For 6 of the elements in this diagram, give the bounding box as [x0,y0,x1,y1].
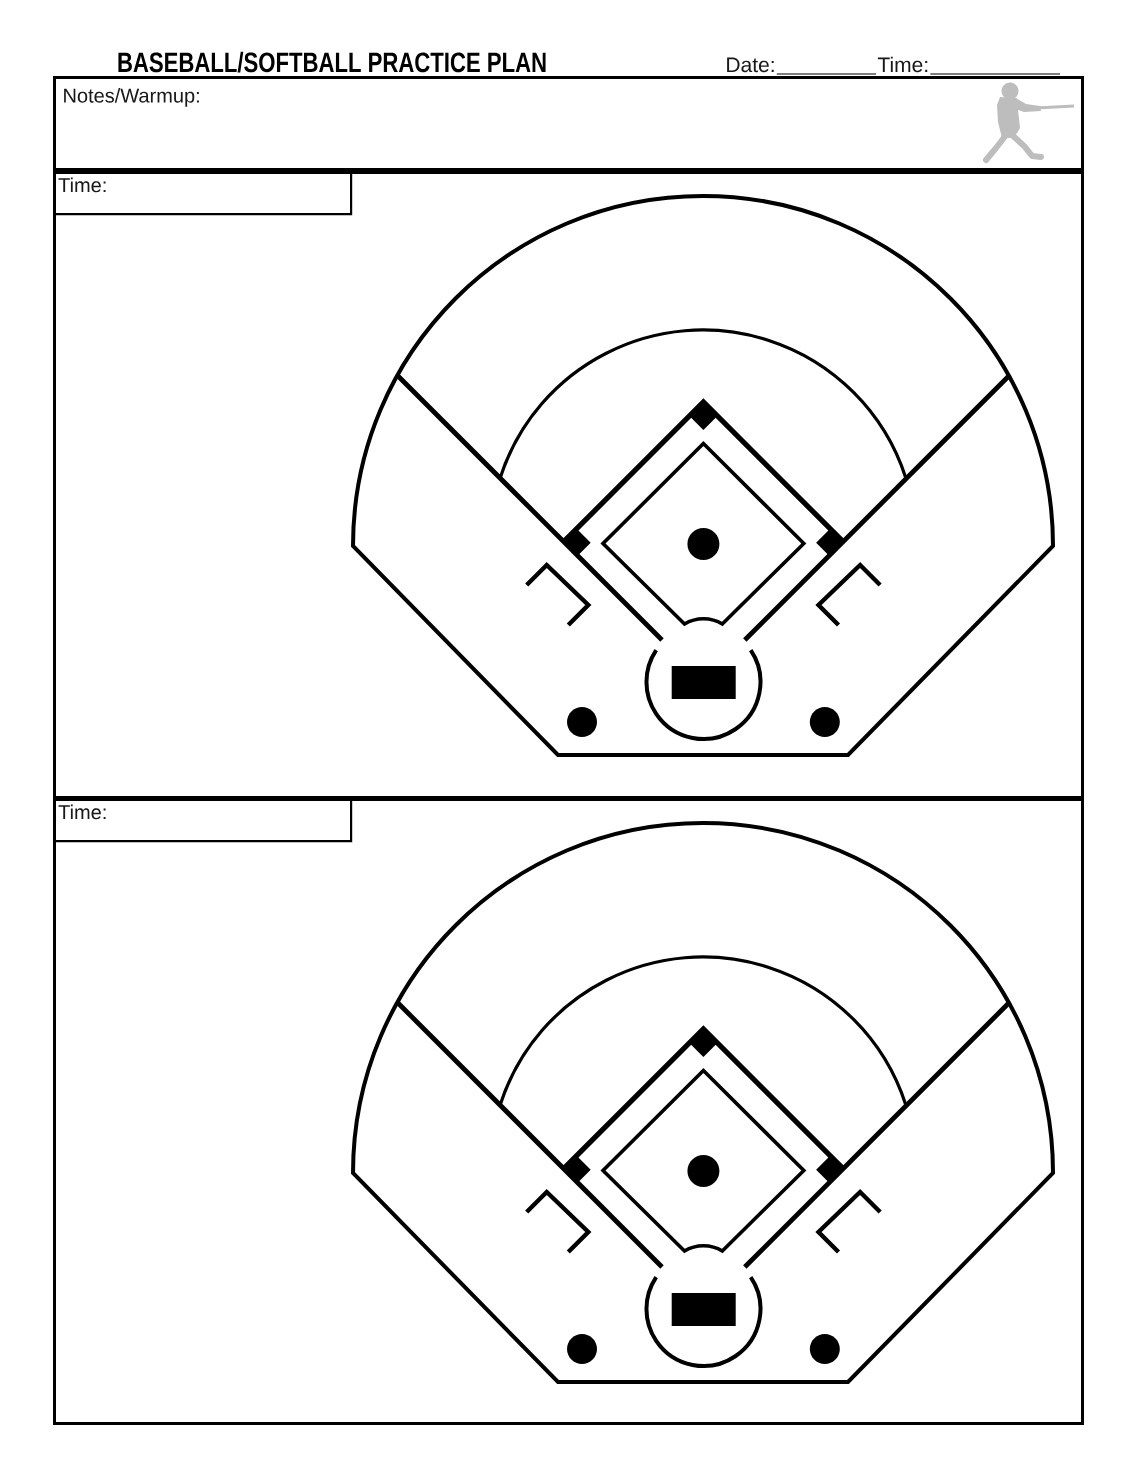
section-box [53,171,1084,799]
time-field: Time: [53,798,353,843]
title: BASEBALL/SOFTBALL PRACTICE PLAN [118,51,546,73]
time-field: Time: [53,171,353,216]
section-box [53,798,1084,1425]
notes-field: Notes/Warmup: [53,76,1084,171]
